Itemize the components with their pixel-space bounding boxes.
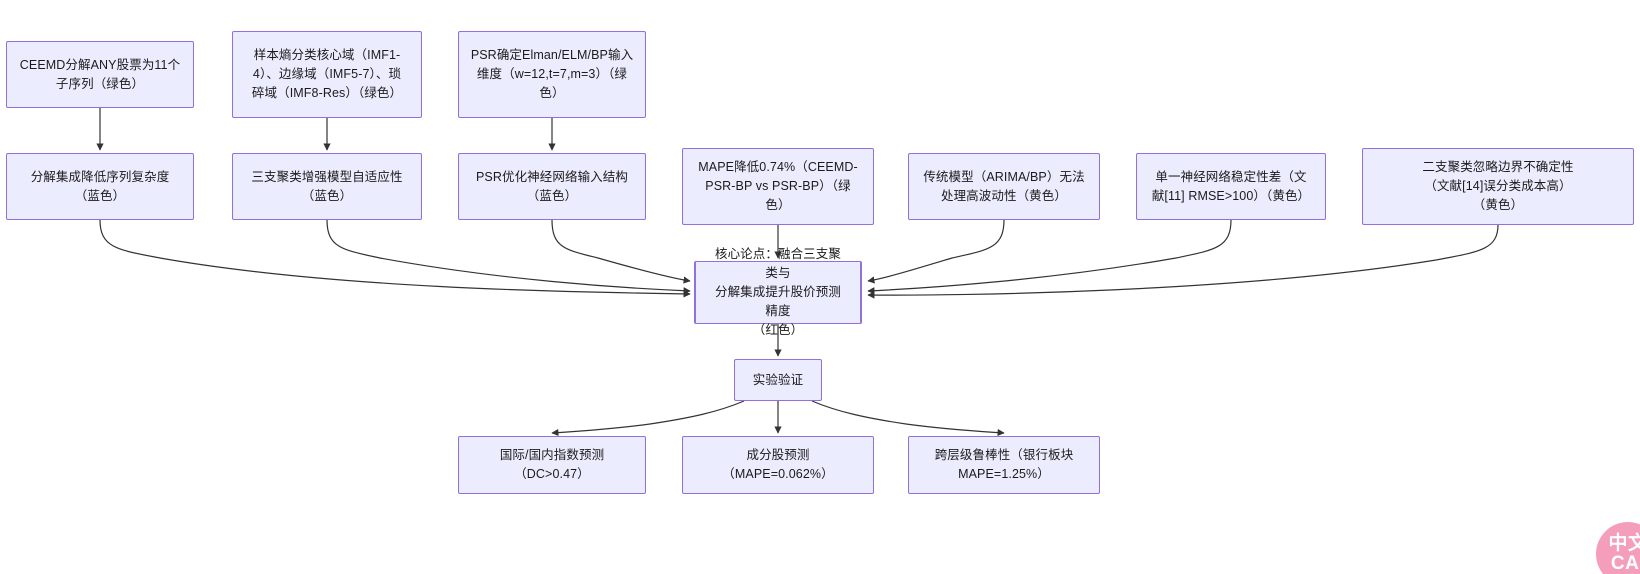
edge-n6-core [551,219,691,284]
node-label: 三支聚类增强模型自适应性 （蓝色） [251,169,403,203]
node-result-constituent-stock-forecast[interactable]: 成分股预测 （MAPE=0.062%） [682,436,874,494]
edge-n9-core [867,219,1232,295]
edge-n8-core [867,219,1005,284]
node-label: 单一神经网络稳定性差（文 献[11] RMSE>100）（黄色） [1151,169,1311,203]
node-experimental-validation[interactable]: 实验验证 [734,359,822,401]
node-psr-optimizes-network-input[interactable]: PSR优化神经网络输入结构 （蓝色） [458,153,646,220]
node-result-cross-level-robustness[interactable]: 跨层级鲁棒性（银行板块 MAPE=1.25%） [908,436,1100,494]
watermark-text: 中文 CAI [1608,533,1640,574]
node-traditional-model-limitation[interactable]: 传统模型（ARIMA/BP）无法 处理高波动性（黄色） [908,153,1100,220]
edge-n4-core [99,219,691,298]
node-label: PSR确定Elman/ELM/BP输入 维度（w=12,t=7,m=3）（绿 色… [470,48,634,100]
edge-exp-r1 [551,400,745,437]
node-label: 国际/国内指数预测 （DC>0.47） [499,448,605,481]
node-label: 二支聚类忽略边界不确定性 （文献[14]误分类成本高） （黄色） [1422,160,1574,212]
node-psr-input-dimension[interactable]: PSR确定Elman/ELM/BP输入 维度（w=12,t=7,m=3）（绿 色… [458,31,646,118]
edge-n10-core [867,224,1499,299]
edge-exp-r3 [811,400,1005,437]
node-decomposition-reduces-complexity[interactable]: 分解集成降低序列复杂度 （蓝色） [6,153,194,220]
node-label: 分解集成降低序列复杂度 （蓝色） [30,169,170,203]
node-ceemd-decomposition[interactable]: CEEMD分解ANY股票为11个 子序列（绿色） [6,41,194,108]
node-two-way-clustering-limitation[interactable]: 二支聚类忽略边界不确定性 （文献[14]误分类成本高） （黄色） [1362,148,1634,225]
node-label: 成分股预测 （MAPE=0.062%） [722,448,834,481]
node-label: 传统模型（ARIMA/BP）无法 处理高波动性（黄色） [923,169,1085,203]
node-label: 核心论点：融合三支聚类与 分解集成提升股价预测精度 （红色） [714,247,841,337]
node-label: PSR优化神经网络输入结构 （蓝色） [475,169,628,203]
node-result-index-forecast[interactable]: 国际/国内指数预测 （DC>0.47） [458,436,646,494]
node-mape-reduction-evidence[interactable]: MAPE降低0.74%（CEEMD- PSR-BP vs PSR-BP）（绿 色… [682,148,874,225]
node-label: 跨层级鲁棒性（银行板块 MAPE=1.25%） [934,448,1074,481]
node-single-network-instability[interactable]: 单一神经网络稳定性差（文 献[11] RMSE>100）（黄色） [1136,153,1326,220]
node-label: MAPE降低0.74%（CEEMD- PSR-BP vs PSR-BP）（绿 色… [698,160,858,212]
node-three-way-clustering-adaptivity[interactable]: 三支聚类增强模型自适应性 （蓝色） [232,153,422,220]
node-sample-entropy-classification[interactable]: 样本熵分类核心域（IMF1- 4）、边缘域（IMF5-7）、琐 碎域（IMF8-… [232,31,422,118]
watermark-logo: 中文 CAI [1596,522,1640,574]
node-label: 实验验证 [752,372,804,387]
node-label: CEEMD分解ANY股票为11个 子序列（绿色） [19,57,181,91]
node-core-claim[interactable]: 核心论点：融合三支聚类与 分解集成提升股价预测精度 （红色） [694,247,862,337]
edge-n5-core [326,219,691,295]
node-label: 样本熵分类核心域（IMF1- 4）、边缘域（IMF5-7）、琐 碎域（IMF8-… [251,48,403,100]
